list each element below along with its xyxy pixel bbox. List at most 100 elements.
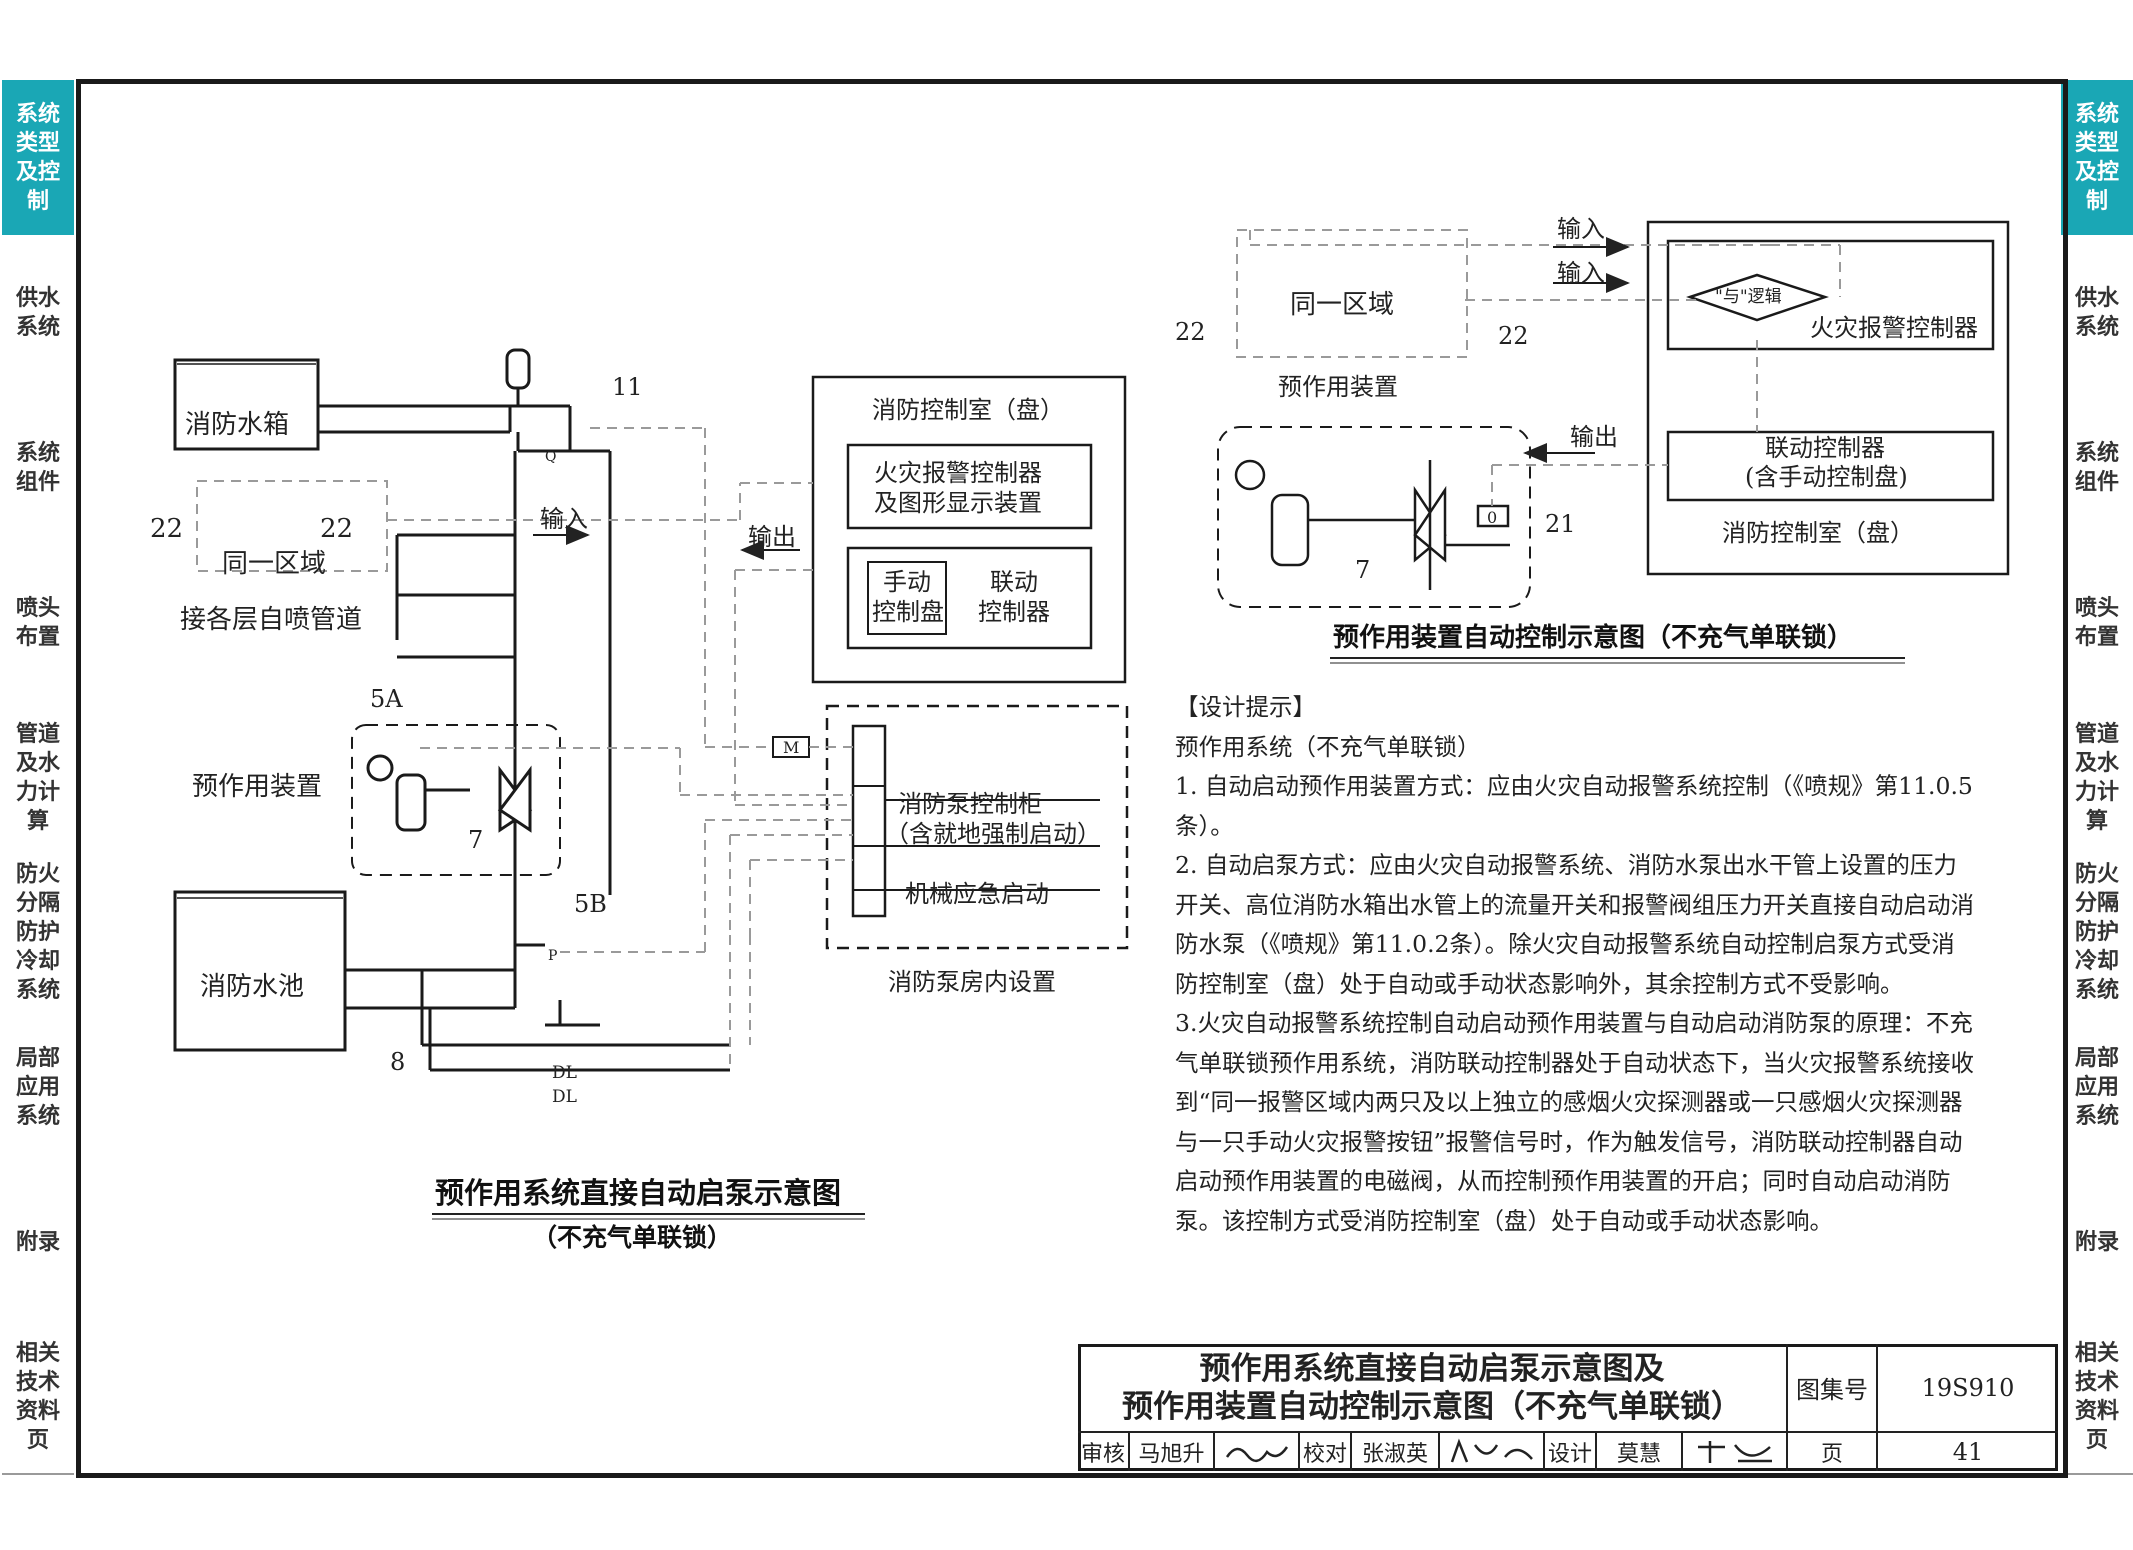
nav-tab-label: 供水系统 (2074, 285, 2119, 340)
callout-7-right: 7 (1355, 556, 1370, 584)
detector-number: 22 (320, 514, 353, 544)
input-label-right: 输入 (1557, 215, 1605, 243)
device-label: 预作用装置 (192, 772, 322, 802)
manual-panel-label-2: 控制盘 (872, 598, 944, 626)
callout-21: 21 (1545, 510, 1576, 538)
nav-tab-label: 喷头布置 (2074, 595, 2119, 650)
nav-tab[interactable]: 喷头布置 (2061, 545, 2133, 702)
callout-7: 7 (468, 826, 483, 854)
fire-water-pool (173, 890, 347, 1052)
nav-tab[interactable]: 系统类型及控制 (2061, 80, 2133, 237)
callout-11: 11 (612, 373, 643, 401)
nav-tab-label: 喷头布置 (15, 595, 60, 650)
nav-tab[interactable]: 系统类型及控制 (2, 80, 74, 237)
pressure-switch-label: P (548, 948, 557, 964)
and-logic-label: "与"逻辑 (1715, 287, 1782, 307)
nav-tab-label: 系统组件 (2074, 440, 2119, 495)
drawing-title-line1: 预作用系统直接自动启泵示意图及 (1199, 1350, 1665, 1387)
nav-tab[interactable]: 喷头布置 (2, 545, 74, 702)
nav-tab-label: 系统类型及控制 (2074, 101, 2119, 214)
page-label: 页 (1788, 1433, 1878, 1471)
drawing-frame (76, 79, 2068, 1478)
mech-start-label: 机械应急启动 (905, 880, 1049, 908)
flow-switch-label: Q (545, 449, 556, 465)
control-room-box-right (1646, 220, 2010, 576)
reviewer-signature (1215, 1433, 1300, 1471)
nav-tab[interactable]: 局部应用系统 (2061, 1010, 2133, 1167)
nav-tab-label: 系统类型及控制 (15, 101, 60, 214)
nav-tab-label: 系统组件 (15, 440, 60, 495)
control-room-box (811, 375, 1127, 684)
output-label-right: 输出 (1570, 423, 1618, 451)
pump-cabinet-label: 消防泵控制柜 (898, 790, 1042, 818)
nav-tab-label: 相关技术资料页 (2074, 1340, 2119, 1453)
nav-tab-label: 管道及水力计算 (2074, 721, 2119, 834)
solenoid-label: 0 (1487, 508, 1497, 527)
nav-tab-label: 附录 (2074, 1230, 2119, 1255)
notes-heading: 【设计提示】 (1175, 693, 1316, 721)
nav-tab[interactable]: 附录 (2061, 1165, 2133, 1322)
linkage-controller-right: 联动控制器 (1765, 434, 1885, 462)
nav-tab[interactable]: 相关技术资料页 (2061, 1320, 2133, 1475)
device-label-right: 预作用装置 (1278, 373, 1398, 401)
drawing-title: 预作用系统直接自动启泵示意图及 预作用装置自动控制示意图（不充气单联锁） (1078, 1344, 1788, 1433)
motor-label: M (783, 738, 799, 757)
nav-tab-label: 局部应用系统 (2074, 1046, 2119, 1129)
nav-tab-label: 管道及水力计算 (15, 721, 60, 834)
pump-room-label: 消防泵房内设置 (888, 968, 1056, 996)
zone-label: 同一区域 (222, 549, 326, 579)
nav-tab[interactable]: 附录 (2, 1165, 74, 1322)
nav-tab[interactable]: 系统组件 (2061, 390, 2133, 547)
notes-line: 预作用系统（不充气单联锁） (1175, 732, 1481, 761)
nav-tab-label: 防火分隔防护冷却系统 (15, 862, 60, 1003)
checker-signature (1440, 1433, 1545, 1471)
nav-tab[interactable]: 供水系统 (2, 235, 74, 392)
design-label: 设计 (1545, 1433, 1597, 1471)
linkage-label-2: 控制器 (978, 598, 1050, 626)
detector-number: 22 (1498, 322, 1529, 350)
linkage-label: 联动 (990, 568, 1038, 596)
nav-tab-label: 附录 (15, 1230, 60, 1255)
nav-tab[interactable]: 管道及水力计算 (2061, 700, 2133, 857)
notes-line: 2. 自动启泵方式：应由火灾自动报警系统、消防水泵出水干管上设置的压力开关、高位… (1175, 851, 1974, 998)
dl-label: DL (552, 1087, 577, 1107)
manual-panel-right: (含手动控制盘) (1745, 463, 1908, 491)
nav-tab[interactable]: 防火分隔防护冷却系统 (2, 855, 74, 1012)
nav-tab-label: 相关技术资料页 (15, 1340, 60, 1453)
nav-tab[interactable]: 系统组件 (2, 390, 74, 547)
designer-signature (1683, 1433, 1788, 1471)
design-notes: 【设计提示】 预作用系统（不充气单联锁） 1. 自动启动预作用装置方式：应由火灾… (1175, 688, 1975, 1241)
designer-name: 莫慧 (1597, 1433, 1683, 1471)
drawing-title-line2: 预作用装置自动控制示意图（不充气单联锁） (1122, 1388, 1742, 1425)
notes-line: 3.火灾自动报警系统控制自动启动预作用装置与自动启动消防泵的原理：不充气单联锁预… (1175, 1009, 1974, 1235)
callout-8: 8 (390, 1048, 405, 1076)
detector-number: 22 (150, 514, 183, 544)
title-block: 预作用系统直接自动启泵示意图及 预作用装置自动控制示意图（不充气单联锁） 图集号… (1078, 1344, 2058, 1471)
pressure-tank (505, 348, 531, 390)
nav-tab[interactable]: 供水系统 (2061, 235, 2133, 392)
graphic-display-label: 及图形显示装置 (874, 489, 1042, 517)
notes-line: 1. 自动启动预作用装置方式：应由火灾自动报警系统控制（《喷规》第11.0.5条… (1175, 772, 1973, 840)
nav-tab[interactable]: 防火分隔防护冷却系统 (2061, 855, 2133, 1012)
check-label: 校对 (1300, 1433, 1352, 1471)
nav-tab[interactable]: 局部应用系统 (2, 1010, 74, 1167)
left-caption-title: 预作用系统直接自动启泵示意图 (435, 1176, 841, 1210)
fire-water-tank (173, 358, 320, 451)
reviewer-name: 马旭升 (1130, 1433, 1215, 1471)
nav-tab-label: 防火分隔防护冷却系统 (2074, 862, 2119, 1003)
local-start-label: （含就地强制启动） (885, 820, 1101, 848)
pipes-label: 接各层自喷管道 (180, 605, 362, 635)
zone-label-right: 同一区域 (1290, 290, 1394, 320)
right-nav: 系统类型及控制供水系统系统组件喷头布置管道及水力计算防火分隔防护冷却系统局部应用… (2061, 80, 2133, 1475)
nav-tab[interactable]: 相关技术资料页 (2, 1320, 74, 1475)
callout-5a: 5A (370, 685, 403, 713)
atlas-label: 图集号 (1788, 1344, 1878, 1433)
control-room-title: 消防控制室（盘） (872, 396, 1064, 424)
detector-number: 22 (1175, 318, 1206, 346)
detection-zone-left (196, 480, 388, 572)
manual-panel-label: 手动 (883, 568, 931, 596)
callout-5b: 5B (574, 890, 607, 918)
nav-tab[interactable]: 管道及水力计算 (2, 700, 74, 857)
pool-label: 消防水池 (200, 972, 304, 1002)
page-number: 41 (1952, 1438, 1984, 1466)
